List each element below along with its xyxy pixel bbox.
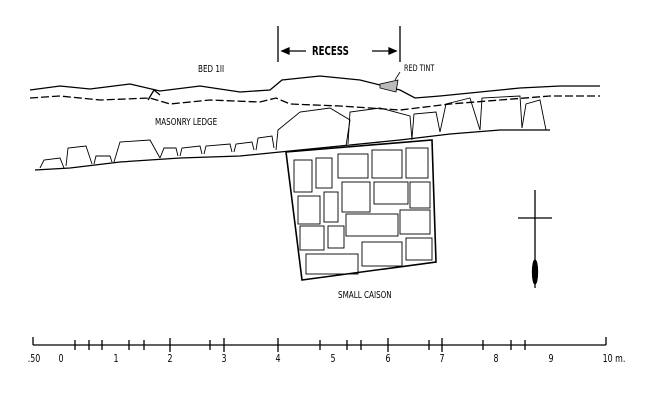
scale-tick-label: 3: [221, 352, 227, 365]
scale-tick-label: 0: [58, 352, 64, 365]
scale-tick-label: 1: [113, 352, 119, 365]
scale-tick-label: 7: [439, 352, 445, 365]
scale-tick-label: 10 m.: [602, 352, 626, 365]
small-caison-label: SMALL CAISON: [338, 290, 392, 301]
masonry-ledge: [34, 129, 550, 171]
scale-tick-label: 5: [330, 352, 336, 365]
red-tint-label: RED TINT: [404, 64, 435, 74]
scale-tick-label: 2: [167, 352, 173, 365]
red-tint-area: [379, 79, 399, 93]
scale-tick-label: 6: [385, 352, 391, 365]
ledge-stones: [39, 95, 547, 169]
masonry-ledge-label: MASONRY LEDGE: [155, 117, 218, 128]
recess-dimension: [277, 26, 401, 62]
bed-label: BED 1II: [198, 64, 225, 75]
bed-lower-line: [29, 95, 600, 111]
scale-tick-label: .50: [27, 352, 41, 365]
small-caison-outline: [285, 139, 437, 281]
scale-bar: [32, 337, 607, 352]
scale-tick-label: 8: [493, 352, 499, 365]
recess-label: RECESS: [312, 44, 349, 58]
caison-stones: [293, 147, 433, 275]
bed-upper-line: [29, 75, 600, 99]
scale-tick-label: 9: [548, 352, 554, 365]
north-arrow-icon: [518, 190, 552, 288]
scale-tick-label: 4: [275, 352, 281, 365]
